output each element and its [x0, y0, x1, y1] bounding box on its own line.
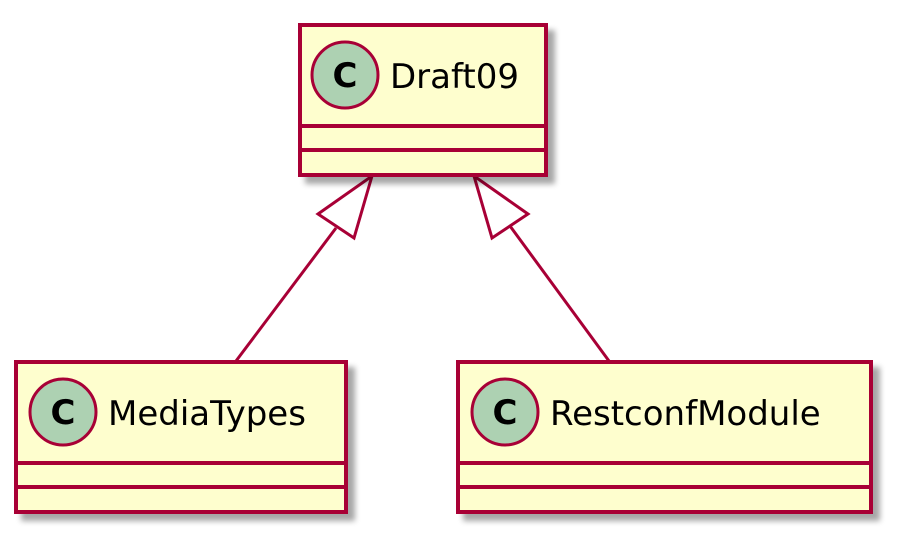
- inheritance-line: [508, 225, 611, 362]
- inheritance-line: [234, 227, 338, 362]
- class-stereotype-letter: C: [493, 393, 518, 433]
- class-stereotype-letter: C: [333, 56, 358, 96]
- class-mediatypes[interactable]: C MediaTypes: [14, 360, 348, 514]
- inheritance-arrowhead: [471, 172, 531, 241]
- class-stereotype-icon: [28, 377, 98, 447]
- class-restconfmodule[interactable]: C RestconfModule: [456, 360, 873, 514]
- generalization-mediatypes-to-draft09: [234, 172, 375, 362]
- class-name: RestconfModule: [550, 394, 821, 434]
- class-stereotype-letter: C: [51, 393, 76, 433]
- class-stereotype-icon: [470, 377, 540, 447]
- generalization-restconfmodule-to-draft09: [471, 172, 611, 362]
- inheritance-arrowhead: [315, 172, 375, 241]
- class-draft09[interactable]: C Draft09: [298, 23, 548, 177]
- class-stereotype-icon: [310, 40, 380, 110]
- class-name: Draft09: [390, 57, 519, 97]
- class-name: MediaTypes: [108, 394, 306, 434]
